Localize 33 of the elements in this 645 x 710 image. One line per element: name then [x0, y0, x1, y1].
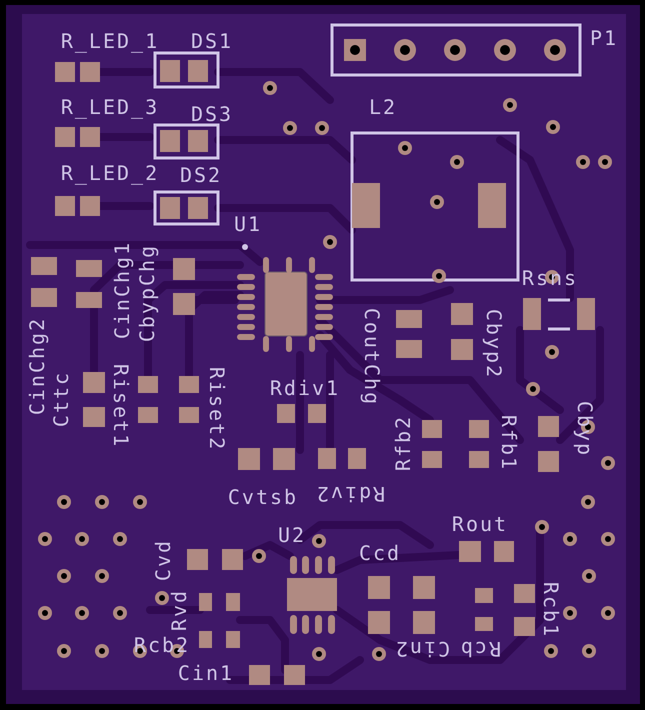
part-label: Riset1	[111, 364, 131, 448]
part-label: Cin2	[394, 639, 450, 659]
part-label: DS1	[190, 31, 234, 51]
part-label: Rfb2	[393, 414, 413, 472]
part-label: Cvtsb	[228, 487, 298, 507]
part-label: U2	[278, 525, 306, 545]
part-label: CinChg1	[112, 240, 132, 340]
part-label: P1	[590, 28, 618, 48]
part-label: Cvd	[153, 538, 173, 582]
part-label: DS3	[190, 104, 234, 124]
part-label: Rdiv1	[270, 378, 340, 398]
part-label: R_LED_1	[60, 31, 160, 51]
part-label: Rout	[452, 514, 508, 534]
part-label: Rfb1	[499, 414, 519, 472]
part-label: L2	[368, 97, 398, 117]
part-label: Rcb	[458, 639, 502, 659]
part-label: U1	[234, 214, 262, 234]
part-label: CoutChg	[362, 308, 382, 406]
part-label: Rdiv2	[314, 484, 386, 504]
part-label: Cbyp2	[484, 308, 504, 380]
part-label: DS2	[180, 165, 222, 185]
part-label: Rvd	[169, 588, 189, 632]
part-label: Rcb1	[541, 582, 561, 638]
part-label: R_LED_3	[60, 97, 160, 117]
part-label: Cbyp	[575, 400, 595, 458]
part-label: Riset2	[207, 366, 227, 452]
part-label: CinChg2	[27, 316, 47, 416]
part-label: Ccd	[358, 543, 402, 563]
part-label: Cin1	[178, 663, 234, 683]
part-label: R_LED_2	[60, 163, 160, 183]
part-label: Cttc	[51, 370, 71, 428]
part-label: Rcb2	[134, 635, 190, 655]
part-label: CbypChg	[137, 244, 157, 342]
